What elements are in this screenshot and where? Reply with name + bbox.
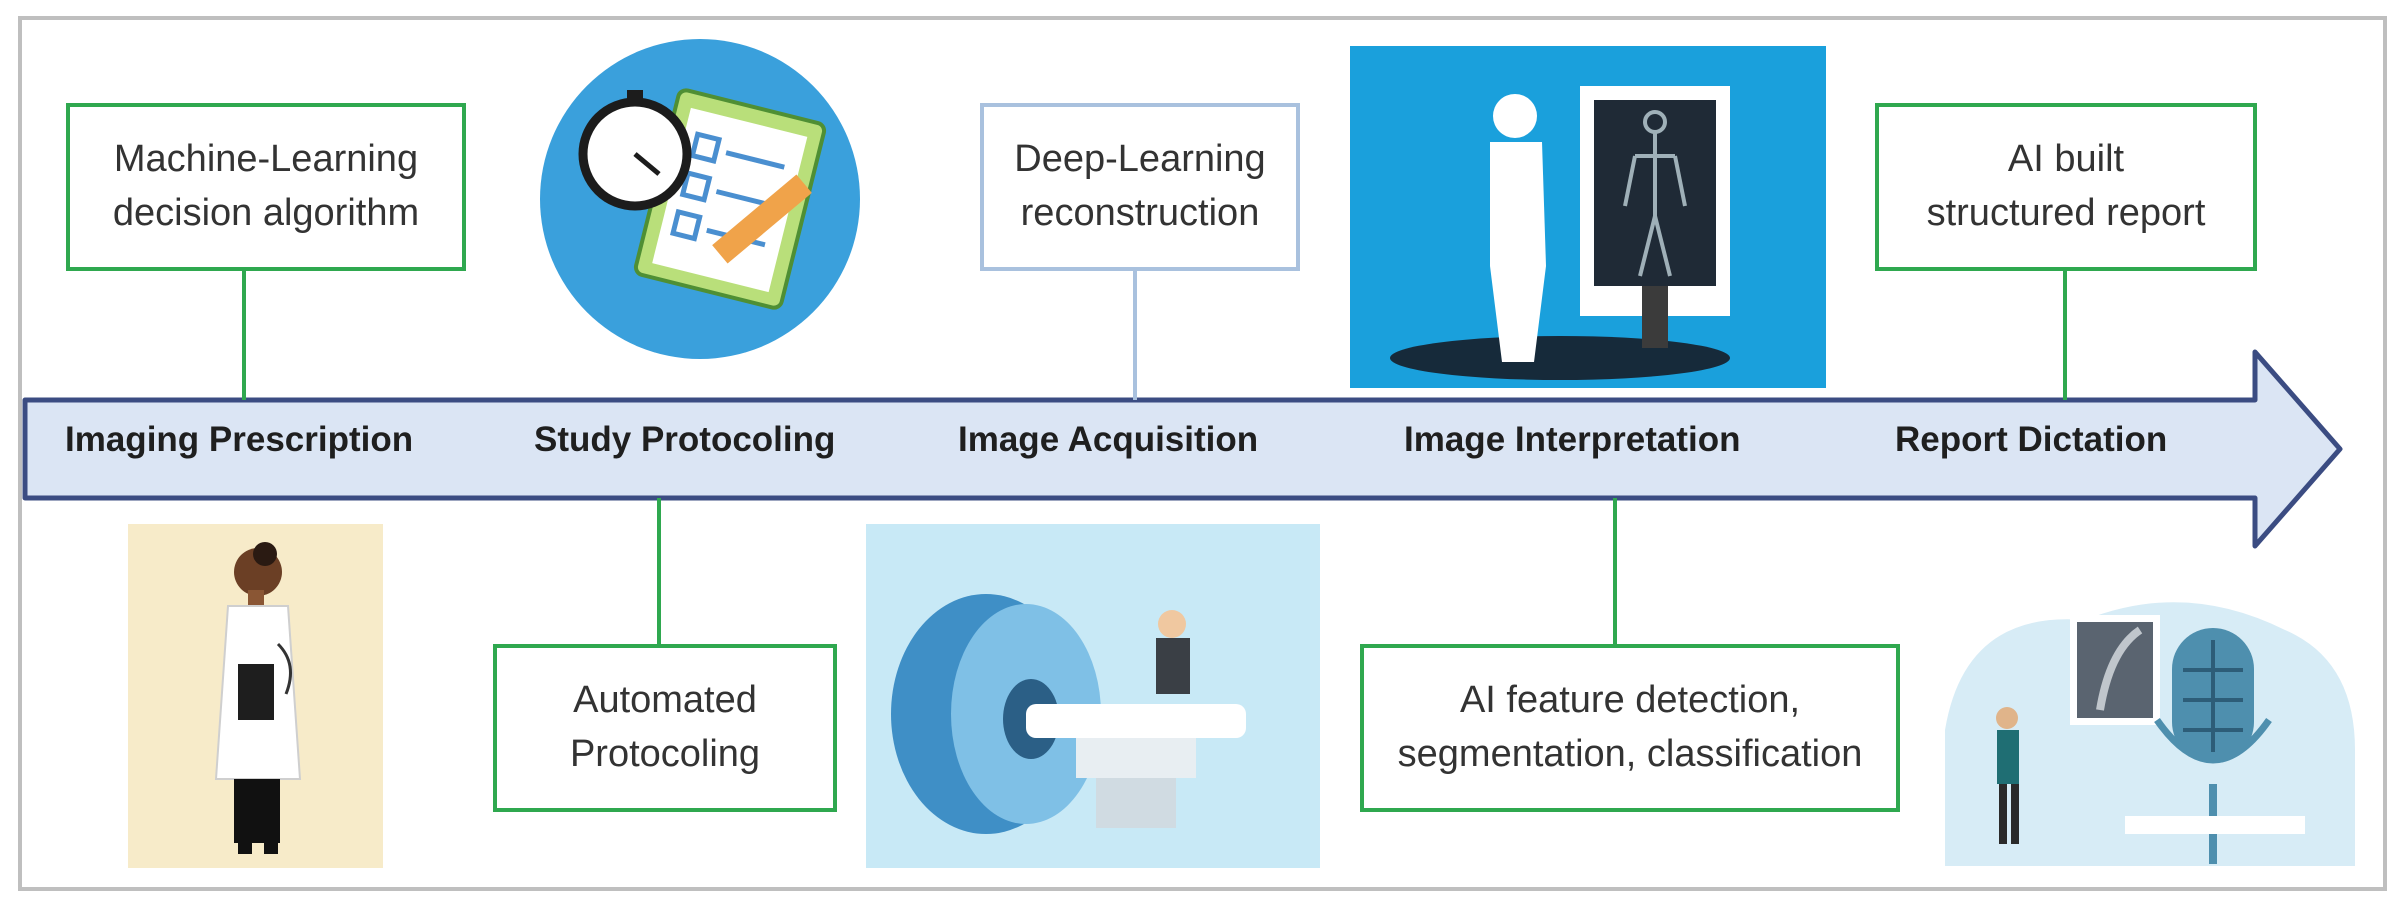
connector-protocol — [657, 498, 661, 644]
box-protocol-line-1: Automated — [573, 679, 757, 722]
stage-label-study-protocoling: Study Protocoling — [534, 420, 836, 459]
connector-feature — [1613, 498, 1617, 644]
box-ml-line-1: Machine-Learning — [113, 138, 419, 181]
stopwatch-checklist-illustration — [535, 34, 865, 364]
stage-label-image-interpretation: Image Interpretation — [1404, 420, 1741, 459]
box-ai-feature-detection: AI feature detection, segmentation, class… — [1360, 644, 1900, 812]
box-dl-reconstruction: Deep-Learning reconstruction — [980, 103, 1300, 271]
box-protocol-line-2: Protocoling — [569, 733, 761, 775]
xray-viewer-illustration — [1350, 46, 1826, 388]
box-ml-decision-algorithm: Machine-Learning decision algorithm — [66, 103, 466, 271]
doctor-illustration — [128, 524, 383, 868]
mri-scanner-illustration — [866, 524, 1320, 868]
box-ml-line-2: decision algorithm — [112, 192, 420, 234]
connector-report — [2063, 268, 2067, 400]
box-dl-line-2: reconstruction — [1020, 192, 1260, 234]
box-feature-line-2: segmentation, classification — [1397, 733, 1863, 775]
connector-dl — [1133, 268, 1137, 400]
box-feature-line-1: AI feature detection, — [1459, 679, 1801, 722]
box-ai-structured-report: AI built structured report — [1875, 103, 2257, 271]
stage-label-report-dictation: Report Dictation — [1895, 420, 2168, 459]
connector-ml — [242, 268, 246, 400]
box-report-line-2: structured report — [1926, 192, 2206, 234]
stage-label-imaging-prescription: Imaging Prescription — [65, 420, 414, 459]
box-dl-line-1: Deep-Learning — [1014, 138, 1266, 181]
dictation-microphone-illustration — [1925, 570, 2365, 882]
stage-label-image-acquisition: Image Acquisition — [958, 420, 1259, 459]
box-report-line-1: AI built — [2007, 138, 2125, 181]
